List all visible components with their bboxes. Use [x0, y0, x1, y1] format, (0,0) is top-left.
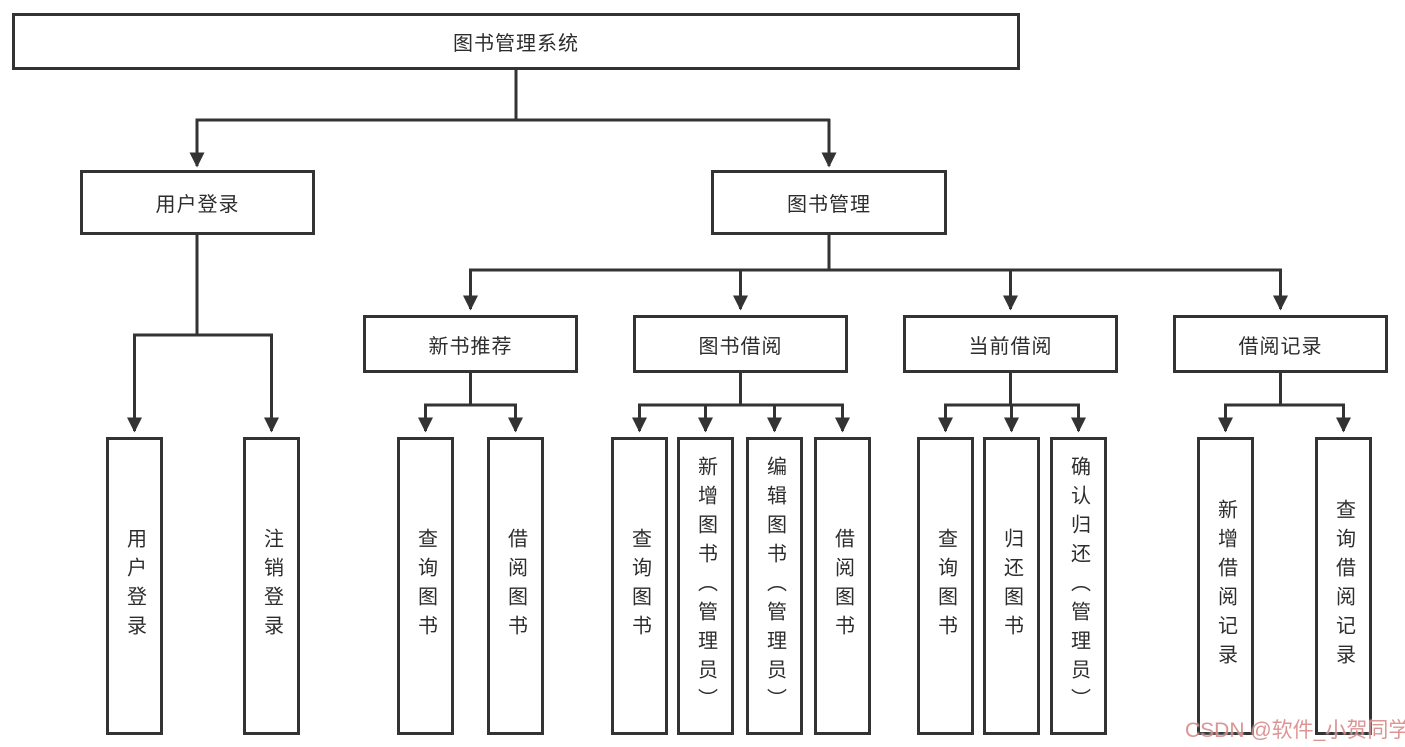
- node-current-borrowing: 当前借阅: [903, 315, 1118, 373]
- node-label: 查询图书: [628, 528, 651, 644]
- node-label: 借阅图书: [831, 528, 854, 644]
- node-label: 查询图书: [414, 528, 437, 644]
- node-label: 归还图书: [1000, 528, 1023, 644]
- leaf-logout: 注销登录: [243, 437, 300, 735]
- leaf-borrow-books-recommend: 借阅图书: [487, 437, 544, 735]
- leaf-edit-books-admin: 编辑图书（管理员）: [746, 437, 803, 735]
- node-label: 图书管理: [787, 194, 871, 216]
- node-new-book-recommendation: 新书推荐: [363, 315, 578, 373]
- node-user-login-branch: 用户登录: [80, 170, 315, 235]
- leaf-add-borrow-record: 新增借阅记录: [1197, 437, 1254, 735]
- leaf-query-borrow-record: 查询借阅记录: [1315, 437, 1372, 735]
- node-label: 查询图书: [934, 528, 957, 644]
- node-book-management: 图书管理: [711, 170, 947, 235]
- leaf-query-books-borrow: 查询图书: [611, 437, 668, 735]
- leaf-return-books: 归还图书: [983, 437, 1040, 735]
- node-label: 用户登录: [123, 528, 146, 644]
- node-label: 新增图书（管理员）: [694, 455, 717, 717]
- node-label: 借阅记录: [1238, 335, 1323, 358]
- csdn-watermark: CSDN @软件_小贺同学: [1185, 719, 1405, 742]
- node-label: 用户登录: [155, 194, 240, 216]
- node-borrowing-records: 借阅记录: [1173, 315, 1388, 373]
- node-book-borrowing: 图书借阅: [633, 315, 848, 373]
- node-label: 当前借阅: [968, 335, 1053, 358]
- node-label: 图书管理系统: [453, 33, 579, 55]
- node-root-system: 图书管理系统: [12, 13, 1020, 70]
- leaf-user-login: 用户登录: [106, 437, 163, 735]
- node-label: 新增借阅记录: [1214, 499, 1237, 673]
- leaf-add-books-admin: 新增图书（管理员）: [677, 437, 734, 735]
- leaf-borrow-books: 借阅图书: [814, 437, 871, 735]
- leaf-query-books-current: 查询图书: [917, 437, 974, 735]
- node-label: 借阅图书: [504, 528, 527, 644]
- node-label: 图书借阅: [698, 335, 783, 358]
- node-label: 新书推荐: [428, 335, 513, 358]
- node-label: 查询借阅记录: [1332, 499, 1355, 673]
- node-label: 确认归还（管理员）: [1067, 455, 1090, 717]
- node-label: 编辑图书（管理员）: [763, 455, 786, 717]
- leaf-confirm-return-admin: 确认归还（管理员）: [1050, 437, 1107, 735]
- node-label: 注销登录: [260, 528, 283, 644]
- leaf-query-books-recommend: 查询图书: [397, 437, 454, 735]
